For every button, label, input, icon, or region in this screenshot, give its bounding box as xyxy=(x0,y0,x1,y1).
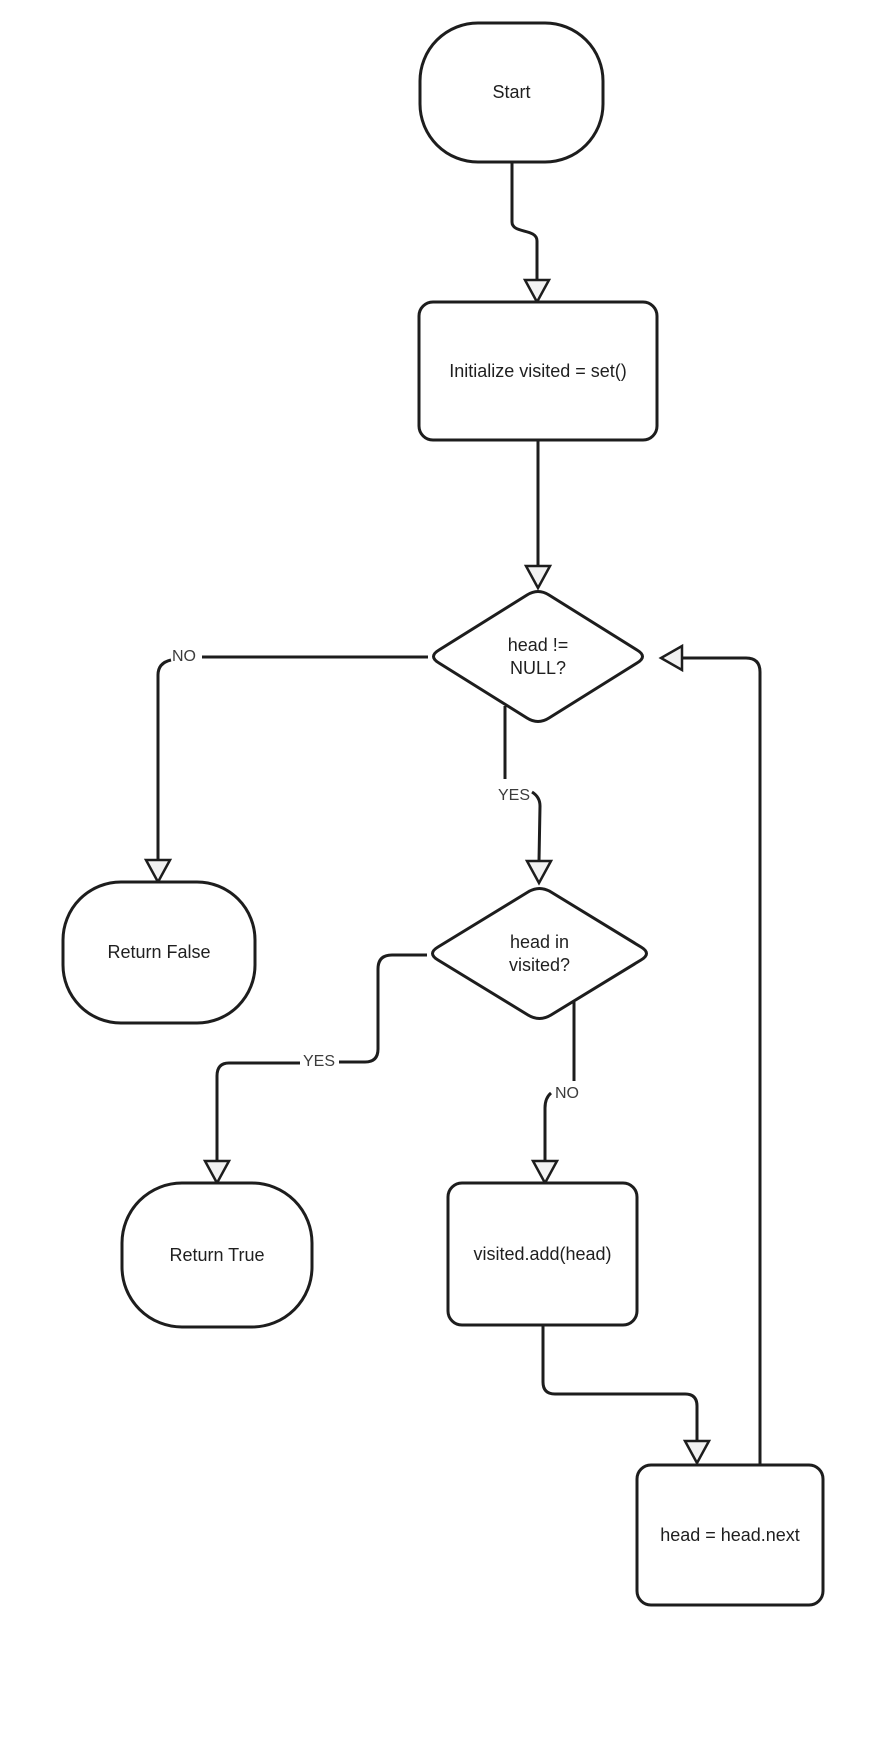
arrowhead-into-check-visited xyxy=(524,859,554,886)
decision-check-visited-shape xyxy=(431,887,648,1020)
process-add-visited-shape xyxy=(446,1181,639,1327)
connector-add-visited-to-advance xyxy=(541,1325,699,1441)
arrowhead-into-return-false xyxy=(143,858,173,885)
arrowhead-loop-into-check-null xyxy=(658,643,684,673)
terminator-start-shape xyxy=(418,21,605,164)
connector-check-visited-no-segment-2 xyxy=(543,1091,553,1161)
terminator-return-false-shape xyxy=(61,880,257,1025)
arrowhead-into-return-true xyxy=(202,1159,232,1186)
process-advance-shape xyxy=(635,1463,825,1607)
arrowhead-into-add-visited xyxy=(530,1159,560,1186)
connector-advance-loop-back xyxy=(683,656,762,1465)
arrowhead-into-init xyxy=(522,278,552,305)
connector-check-null-no-segment-2 xyxy=(156,658,172,860)
connector-check-visited-yes-segment-2 xyxy=(215,1061,300,1161)
connector-check-null-yes-segment-2 xyxy=(531,790,542,862)
terminator-return-true-shape xyxy=(120,1181,314,1329)
process-init-shape xyxy=(417,300,659,442)
arrowhead-into-check-null xyxy=(523,564,553,591)
decision-check-null-shape xyxy=(432,590,644,723)
connector-start-to-init xyxy=(510,162,539,280)
arrowhead-into-advance xyxy=(682,1439,712,1466)
connector-check-visited-yes-segment-1 xyxy=(339,953,427,1064)
